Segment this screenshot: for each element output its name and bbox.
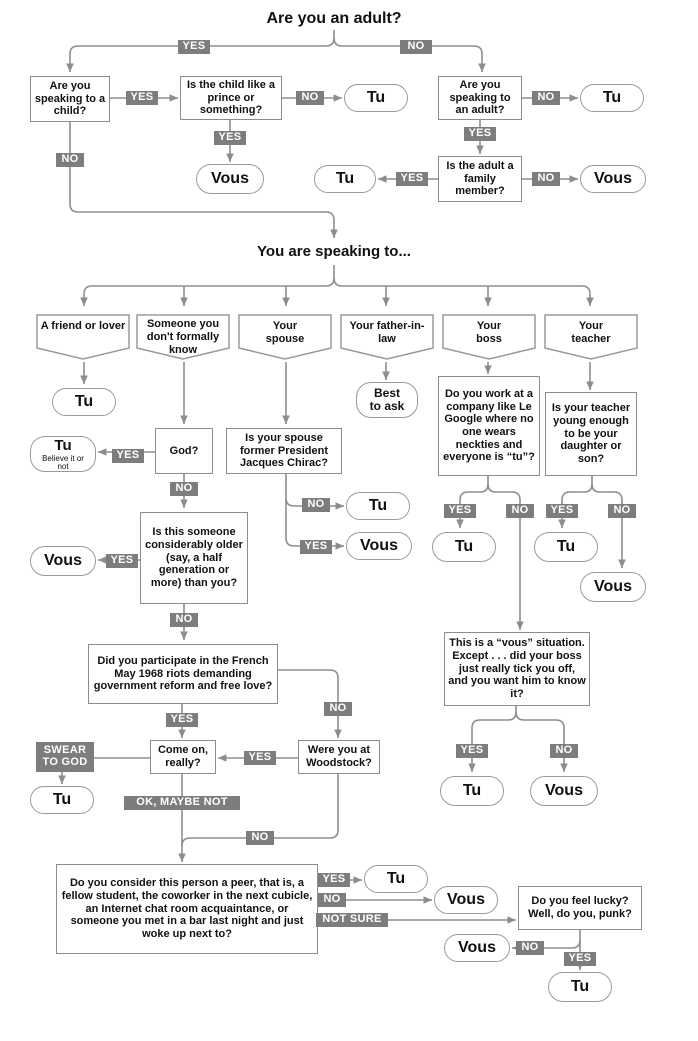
category-boss-label: Your boss: [476, 320, 502, 346]
label-no-adult: NO: [400, 40, 432, 54]
label-yes-riots: YES: [166, 713, 198, 727]
label-no-google: NO: [506, 504, 534, 518]
question-come-on-really: Come on, really?: [150, 740, 216, 774]
label-no-riots: NO: [324, 702, 352, 716]
label-yes-chirac: YES: [300, 540, 332, 554]
question-speaking-to-adult: Are you speaking to an adult?: [438, 76, 522, 120]
category-someone-label: Someone you don't formally know: [146, 318, 220, 357]
category-boss: Your boss: [442, 314, 536, 360]
label-yes-boss-vous: YES: [456, 744, 488, 758]
label-no-god: NO: [170, 482, 198, 496]
answer-tu-chirac-no: Tu: [346, 492, 410, 520]
answer-vous-prince-yes: Vous: [196, 164, 264, 194]
question-feel-lucky: Do you feel lucky? Well, do you, punk?: [518, 886, 642, 930]
label-no-older: NO: [170, 613, 198, 627]
answer-vous-older: Vous: [30, 546, 96, 576]
label-no-boss-vous: NO: [550, 744, 578, 758]
answer-tu-adult-no: Tu: [580, 84, 644, 112]
question-speaking-to-child: Are you speaking to a child?: [30, 76, 110, 122]
category-father-label: Your father-in-law: [349, 320, 425, 346]
answer-vous-family-no: Vous: [580, 165, 646, 193]
label-no-woodstock: NO: [246, 831, 274, 845]
answer-tu-family-yes: Tu: [314, 165, 376, 193]
label-no-peer: NO: [318, 893, 346, 907]
category-teacher: Your teacher: [544, 314, 638, 360]
label-not-sure-peer: NOT SURE: [316, 913, 388, 927]
label-yes-google: YES: [444, 504, 476, 518]
question-spouse-chirac: Is your spouse former President Jacques …: [226, 428, 342, 474]
label-yes-speaking-adult: YES: [464, 127, 496, 141]
category-friend-label: A friend or lover: [40, 320, 126, 332]
question-may-1968-riots: Did you participate in the French May 19…: [88, 644, 278, 704]
category-father-in-law: Your father-in-law: [340, 314, 434, 360]
answer-tu-teacher-yes: Tu: [534, 532, 598, 562]
answer-tu-peer-yes: Tu: [364, 865, 428, 893]
label-yes-god: YES: [112, 449, 144, 463]
label-swear-to-god: SWEAR TO GOD: [36, 742, 94, 772]
answer-vous-lucky-no: Vous: [444, 934, 510, 962]
question-woodstock: Were you at Woodstock?: [298, 740, 380, 774]
answer-best-to-ask: Best to ask: [356, 382, 418, 418]
question-company-google: Do you work at a company like Le Google …: [438, 376, 540, 476]
question-adult-family-member: Is the adult a family member?: [438, 156, 522, 202]
category-spouse: Your spouse: [238, 314, 332, 360]
question-god: God?: [155, 428, 213, 474]
answer-vous-peer-no: Vous: [434, 886, 498, 914]
label-yes-child: YES: [126, 91, 158, 105]
answer-tu-boss-yes: Tu: [440, 776, 504, 806]
answer-vous-teacher-no: Vous: [580, 572, 646, 602]
label-yes-prince: YES: [214, 131, 246, 145]
label-no-child: NO: [56, 153, 84, 167]
category-friend-or-lover: A friend or lover: [36, 314, 130, 360]
answer-tu-prince-no: Tu: [344, 84, 408, 112]
label-yes-woodstock: YES: [244, 751, 276, 765]
question-child-like-prince: Is the child like a prince or something?: [180, 76, 282, 120]
question-considerably-older: Is this someone considerably older (say,…: [140, 512, 248, 604]
label-no-teacher: NO: [608, 504, 636, 518]
answer-vous-chirac-yes: Vous: [346, 532, 412, 560]
category-spouse-label: Your spouse: [265, 320, 305, 346]
label-yes-older: YES: [106, 554, 138, 568]
answer-tu-lucky-yes: Tu: [548, 972, 612, 1002]
label-no-speaking-adult: NO: [532, 91, 560, 105]
label-no-prince: NO: [296, 91, 324, 105]
label-yes-adult: YES: [178, 40, 210, 54]
question-boss-vous-situation: This is a “vous” situation. Except . . .…: [444, 632, 590, 706]
question-peer: Do you consider this person a peer, that…: [56, 864, 318, 954]
category-someone-not-known: Someone you don't formally know: [136, 314, 230, 360]
answer-vous-boss-no: Vous: [530, 776, 598, 806]
label-ok-maybe-not: OK, MAYBE NOT: [124, 796, 240, 810]
answer-tu-google-yes: Tu: [432, 532, 496, 562]
label-no-lucky: NO: [516, 941, 544, 955]
label-yes-family: YES: [396, 172, 428, 186]
category-teacher-label: Your teacher: [571, 320, 611, 346]
answer-tu-swear: Tu: [30, 786, 94, 814]
label-yes-teacher: YES: [546, 504, 578, 518]
label-yes-peer: YES: [318, 873, 350, 887]
label-no-chirac: NO: [302, 498, 330, 512]
section-title: You are speaking to...: [257, 243, 411, 260]
answer-tu-text: Tu: [54, 437, 72, 454]
answer-tu-friend: Tu: [52, 388, 116, 416]
label-no-family: NO: [532, 172, 560, 186]
label-yes-lucky: YES: [564, 952, 596, 966]
answer-tu-believe-it: Tu Believe it or not: [30, 436, 96, 472]
answer-believe-note: Believe it or not: [42, 454, 84, 471]
main-title: Are you an adult?: [266, 10, 402, 27]
question-teacher-young: Is your teacher young enough to be your …: [545, 392, 637, 476]
